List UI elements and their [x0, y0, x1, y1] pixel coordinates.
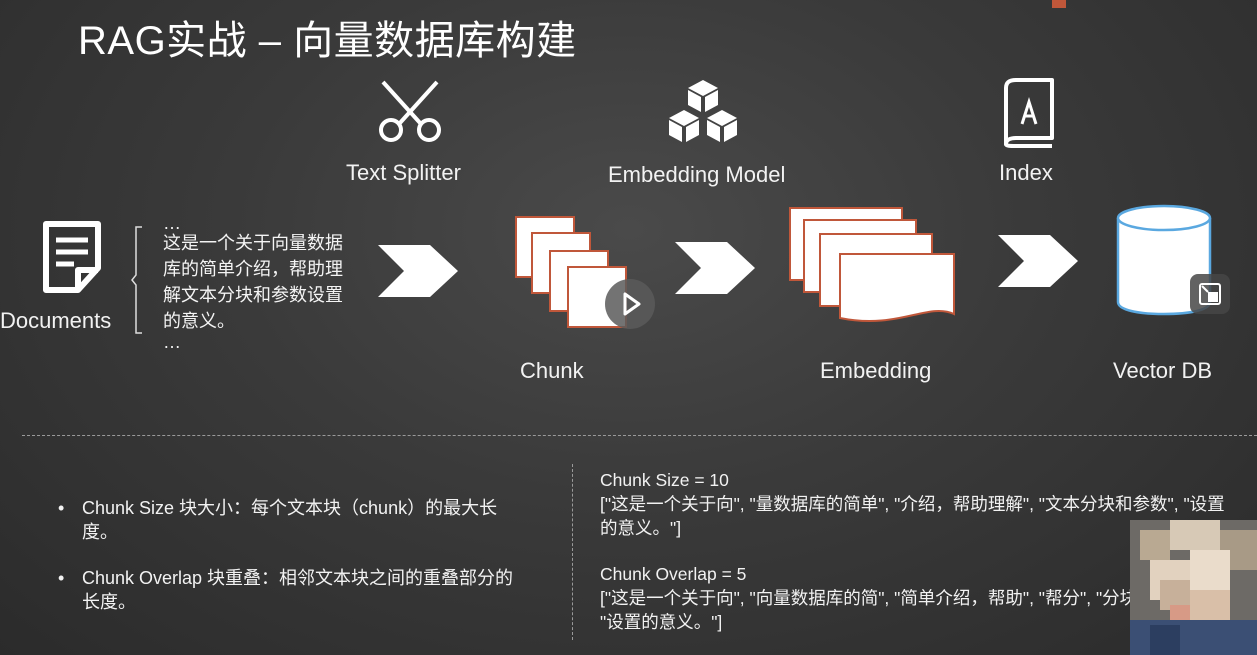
page-title: RAG实战 – 向量数据库构建 — [78, 19, 577, 63]
bullet-text: Chunk Overlap 块重叠：相邻文本块之间的重叠部分的长度。 — [82, 568, 514, 612]
embedding-label: Embedding — [820, 358, 932, 383]
index-label: Index — [999, 160, 1053, 185]
document-text: … 这是一个关于向量数据库的简单介绍，帮助理解文本分块和参数设置的意义。 … — [163, 213, 353, 352]
cubes-icon — [669, 80, 737, 142]
document-icon — [43, 221, 101, 293]
expand-button[interactable] — [1190, 274, 1230, 314]
stacked-pages-icon — [515, 216, 627, 328]
vector-db-label: Vector DB — [1113, 358, 1213, 383]
chunk-label: Chunk — [520, 358, 584, 383]
book-icon — [1004, 78, 1054, 148]
chunk-size-heading: Chunk Size = 10 — [600, 470, 729, 490]
chevron-arrow-icon — [675, 242, 755, 294]
horizontal-divider — [22, 435, 1257, 436]
list-item: • Chunk Overlap 块重叠：相邻文本块之间的重叠部分的长度。 — [58, 568, 514, 612]
vertical-divider — [572, 464, 573, 640]
chunk-overlap-result: ["这是一个关于向", "向量数据库的简", "简单介绍，帮助", "帮分", … — [600, 588, 1236, 632]
scissors-icon — [379, 80, 441, 142]
bullet-list: • Chunk Size 块大小：每个文本块（chunk）的最大长度。 • Ch… — [58, 496, 518, 636]
chevron-arrow-icon — [378, 245, 458, 297]
embedding-model-label: Embedding Model — [608, 162, 786, 187]
document-body: 这是一个关于向量数据库的简单介绍，帮助理解文本分块和参数设置的意义。 — [163, 233, 343, 331]
brand-mark — [1052, 0, 1066, 8]
list-item: • Chunk Size 块大小：每个文本块（chunk）的最大长度。 — [58, 498, 498, 542]
chunk-overlap-heading: Chunk Overlap = 5 — [600, 564, 747, 584]
play-icon — [623, 292, 641, 316]
text-splitter-label: Text Splitter — [346, 160, 461, 185]
chevron-arrow-icon — [998, 235, 1078, 287]
expand-icon — [1199, 283, 1221, 305]
avatar — [1130, 520, 1257, 655]
ellipsis-bottom: … — [163, 332, 181, 352]
documents-label: Documents — [0, 308, 112, 333]
examples-block: Chunk Size = 10 ["这是一个关于向", "量数据库的简单", "… — [600, 468, 1240, 634]
bullet-text: Chunk Size 块大小：每个文本块（chunk）的最大长度。 — [82, 498, 498, 542]
ellipsis-top: … — [163, 213, 181, 233]
cylinder-icon — [1116, 204, 1212, 316]
play-button[interactable] — [605, 279, 655, 329]
stacked-vectors-icon — [789, 207, 955, 323]
chunk-size-result: ["这是一个关于向", "量数据库的简单", "介绍，帮助理解", "文本分块和… — [600, 494, 1225, 538]
brace-icon — [131, 226, 142, 334]
